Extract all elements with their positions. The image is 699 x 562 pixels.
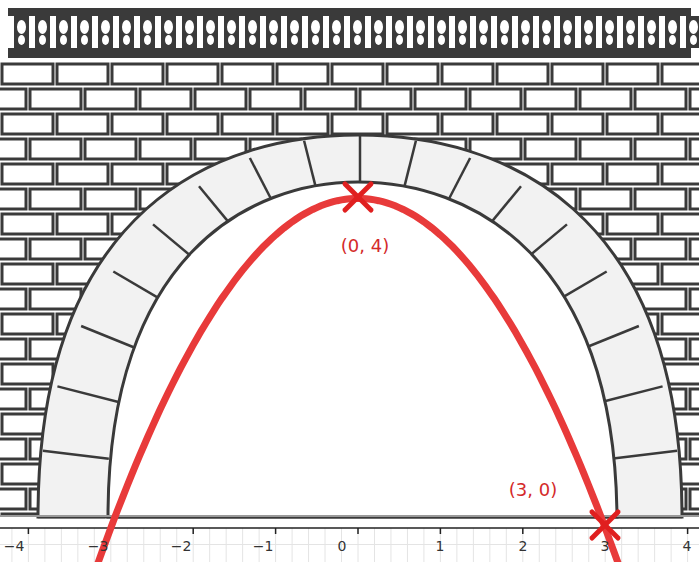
axis-number: 0 <box>338 539 347 554</box>
point-label: (0, 4) <box>338 236 392 256</box>
balusters <box>14 16 699 48</box>
axis-ticks <box>28 528 687 534</box>
axis-number: −3 <box>88 539 109 554</box>
arch-opening <box>108 182 617 517</box>
point-label: (3, 0) <box>506 480 560 500</box>
axis-number: −4 <box>4 539 25 554</box>
axis-number: −2 <box>171 539 192 554</box>
axis-number: 3 <box>601 539 610 554</box>
axis-number: −1 <box>253 539 274 554</box>
axis-number: 4 <box>683 539 692 554</box>
parabola <box>86 198 630 562</box>
x-axis <box>0 527 699 529</box>
axis-number: 1 <box>436 539 445 554</box>
brick-wall <box>0 62 699 517</box>
axis-number: 2 <box>519 539 528 554</box>
